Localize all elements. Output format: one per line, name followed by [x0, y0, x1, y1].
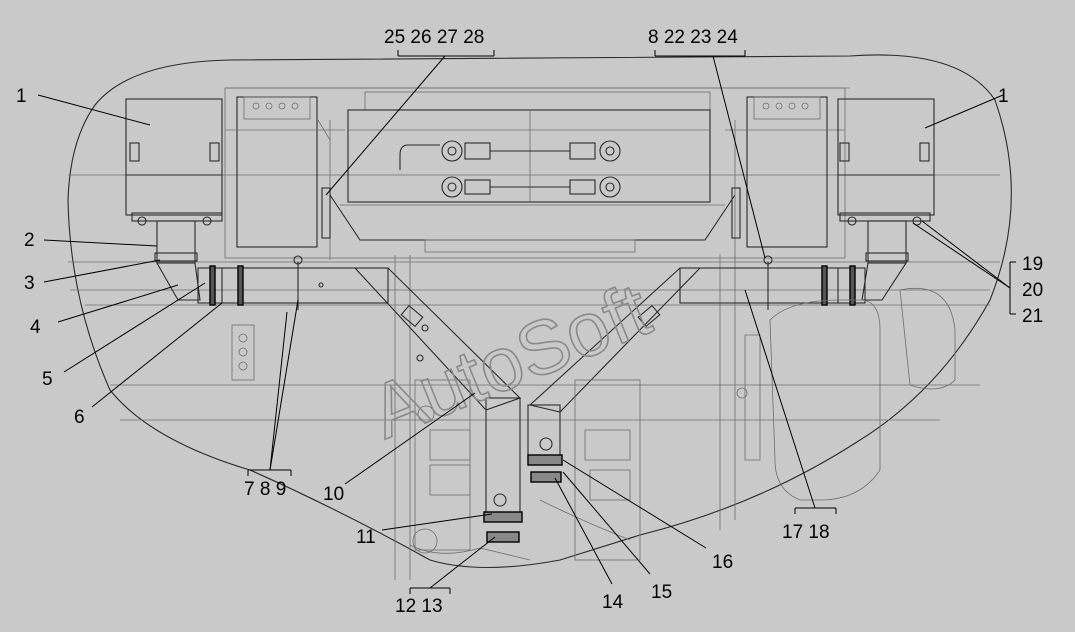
engine-block — [231, 288, 956, 561]
label-17-18: 17 18 — [782, 522, 830, 543]
label-10: 10 — [323, 484, 344, 505]
label-1-left: 1 — [16, 86, 27, 107]
label-5: 5 — [42, 369, 53, 390]
body-outline — [67, 54, 1012, 569]
label-14: 14 — [602, 592, 624, 613]
label-12-13: 12 13 — [395, 596, 443, 617]
label-25-28: 25 26 27 28 — [384, 27, 484, 48]
label-16: 16 — [712, 552, 733, 573]
label-7-8-9: 7 8 9 — [244, 479, 286, 500]
central-tank — [329, 109, 736, 253]
label-6: 6 — [74, 407, 85, 428]
right-frame — [725, 96, 845, 260]
lower-clamps — [483, 454, 563, 543]
left-intake-duct — [154, 187, 389, 310]
right-filter-unit — [837, 98, 935, 226]
left-frame — [225, 96, 345, 260]
right-intake-duct — [679, 187, 909, 310]
label-4: 4 — [30, 317, 41, 338]
label-8-22-24: 8 22 23 24 — [648, 27, 738, 48]
left-filter-unit — [125, 98, 223, 226]
label-20: 20 — [1022, 280, 1043, 301]
leader-lines — [37, 50, 1016, 594]
label-21: 21 — [1022, 306, 1043, 327]
label-2: 2 — [24, 230, 35, 251]
label-19: 19 — [1022, 254, 1043, 275]
watermark: AutoSoft — [359, 267, 661, 455]
label-11: 11 — [356, 527, 376, 548]
label-15: 15 — [651, 582, 672, 603]
label-3: 3 — [24, 273, 35, 294]
label-1-right: 1 — [998, 86, 1009, 107]
y-junction-duct — [353, 267, 702, 514]
callout-labels: 1 1 2 3 4 5 6 7 8 9 10 11 12 13 14 15 16… — [16, 27, 1043, 617]
